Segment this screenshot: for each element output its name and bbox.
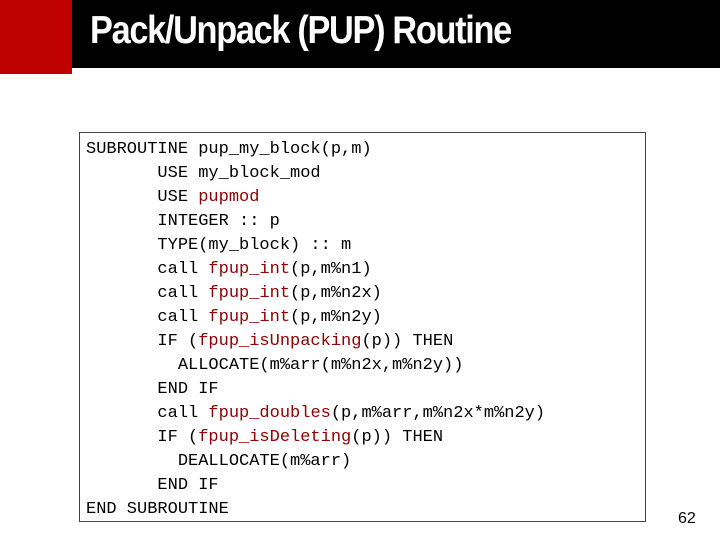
code-highlight: fpup_int	[208, 284, 291, 303]
code-line: DEALLOCATE(m%arr)	[86, 450, 645, 474]
code-line: TYPE(my_block) :: m	[86, 234, 645, 258]
code-text: call	[86, 284, 209, 303]
code-text: IF (	[86, 428, 199, 447]
code-line: IF (fpup_isDeleting(p)) THEN	[86, 426, 645, 450]
code-text: (p,m%n1)	[290, 260, 372, 279]
code-text: (p)) THEN	[361, 332, 454, 351]
code-line: SUBROUTINE pup_my_block(p,m)	[86, 138, 645, 162]
code-text: INTEGER :: p	[86, 212, 280, 231]
title-bar	[72, 0, 720, 68]
code-highlight: fpup_int	[208, 260, 291, 279]
slide-title: Pack/Unpack (PUP) Routine	[90, 9, 512, 52]
code-highlight: fpup_int	[208, 308, 291, 327]
code-highlight: fpup_isDeleting	[198, 428, 352, 447]
code-line: call fpup_doubles(p,m%arr,m%n2x*m%n2y)	[86, 402, 645, 426]
code-text: END IF	[86, 380, 219, 399]
code-line: ALLOCATE(m%arr(m%n2x,m%n2y))	[86, 354, 645, 378]
code-text: call	[86, 404, 209, 423]
code-text: DEALLOCATE(m%arr)	[86, 452, 352, 471]
code-text: IF (	[86, 332, 199, 351]
code-text: call	[86, 260, 209, 279]
code-line: call fpup_int(p,m%n2y)	[86, 306, 645, 330]
code-block: SUBROUTINE pup_my_block(p,m) USE my_bloc…	[79, 132, 646, 522]
code-text: (p,m%n2y)	[290, 308, 382, 327]
code-text: END SUBROUTINE	[86, 500, 229, 519]
code-text: ALLOCATE(m%arr(m%n2x,m%n2y))	[86, 356, 464, 375]
code-line: END IF	[86, 474, 645, 498]
code-text: (p,m%arr,m%n2x*m%n2y)	[330, 404, 546, 423]
code-line: call fpup_int(p,m%n2x)	[86, 282, 645, 306]
code-text: END IF	[86, 476, 219, 495]
code-line: END IF	[86, 378, 645, 402]
code-text: USE my_block_mod	[86, 164, 321, 183]
code-text: TYPE(my_block) :: m	[86, 236, 352, 255]
code-text: SUBROUTINE pup_my_block(p,m)	[86, 140, 372, 159]
code-line: IF (fpup_isUnpacking(p)) THEN	[86, 330, 645, 354]
code-text: USE	[86, 188, 199, 207]
code-line: USE my_block_mod	[86, 162, 645, 186]
code-text: (p)) THEN	[351, 428, 444, 447]
code-highlight: pupmod	[198, 188, 260, 207]
code-highlight: fpup_isUnpacking	[198, 332, 362, 351]
code-highlight: fpup_doubles	[208, 404, 331, 423]
code-line: END SUBROUTINE	[86, 498, 645, 522]
code-text: (p,m%n2x)	[290, 284, 382, 303]
accent-block	[0, 0, 72, 74]
code-text: call	[86, 308, 209, 327]
code-line: USE pupmod	[86, 186, 645, 210]
code-line: INTEGER :: p	[86, 210, 645, 234]
code-line: call fpup_int(p,m%n1)	[86, 258, 645, 282]
page-number: 62	[678, 510, 696, 527]
